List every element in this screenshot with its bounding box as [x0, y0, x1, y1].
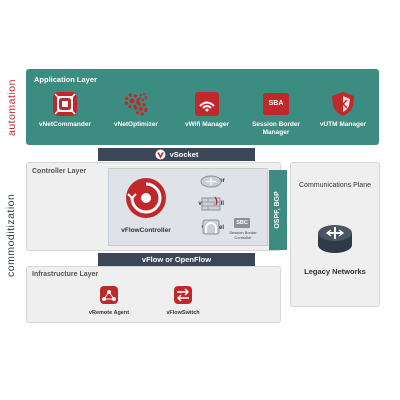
- ospf-bgp-label: OSPF, BGP: [274, 191, 281, 229]
- router-icon: [200, 175, 222, 188]
- infra-label: vFlowSwitch: [166, 310, 200, 316]
- infrastructure-layer-title: Infrastructure Layer: [32, 271, 99, 278]
- app-label: Session Border Manager: [251, 121, 301, 136]
- vflow-openflow-label: vFlow or OpenFlow: [141, 255, 212, 264]
- router-icon: [318, 225, 352, 253]
- app-vnetcommander: vNetCommander: [30, 91, 100, 129]
- vflowcontroller-icon: [126, 178, 166, 218]
- app-label: vNetOptimizer: [113, 121, 159, 128]
- vflow-openflow-bar: vFlow or OpenFlow: [98, 253, 255, 266]
- infra-vremote-agent: vRemote Agent: [79, 285, 139, 316]
- ospf-bgp-bar: [269, 170, 287, 250]
- app-label: vWifi Manager: [184, 121, 229, 128]
- switch-icon: [174, 286, 192, 304]
- wifi-icon: [194, 91, 220, 117]
- sba-icon: SBA: [263, 93, 289, 115]
- sba-icon-text: SBA: [268, 100, 284, 107]
- infra-vflowswitch: vFlowSwitch: [153, 285, 213, 316]
- controller-layer-title: Controller Layer: [32, 168, 87, 175]
- automation-label: automation: [6, 79, 18, 136]
- vflowcontroller-label: vFlowController: [121, 227, 171, 234]
- app-label: vUTM Manager: [319, 121, 367, 128]
- vsocket-bar: vSocket: [98, 148, 255, 161]
- infra-label: vRemote Agent: [88, 310, 130, 316]
- app-label: vNetCommander: [38, 121, 91, 128]
- sbc-badge: SBC: [234, 218, 250, 228]
- application-layer: Application Layer vNetCommander: [26, 69, 379, 145]
- vsocket-label: vSocket: [169, 150, 199, 159]
- communications-plane: Communications Plane Legacy Networks: [290, 162, 380, 307]
- app-session-border-manager: SBA Session Border Manager: [241, 91, 311, 137]
- gears-icon: [123, 91, 149, 117]
- app-vnetoptimizer: vNetOptimizer: [101, 91, 171, 129]
- application-layer-title: Application Layer: [34, 75, 97, 84]
- infrastructure-layer: Infrastructure Layer vRemote Agent vFlow…: [26, 266, 281, 323]
- sbc-badge-text: SBC: [236, 220, 248, 226]
- remote-agent-icon: [100, 286, 118, 304]
- vsocket-icon: [155, 149, 166, 160]
- shield-icon: [330, 91, 356, 117]
- firewall-icon: [201, 196, 221, 211]
- app-vutm-manager: vUTM Manager: [308, 91, 378, 129]
- vflowcontroller: vFlowController: [116, 176, 176, 236]
- app-vwifi-manager: vWifi Manager: [172, 91, 242, 129]
- sbc-label: Session Border Controller: [229, 230, 257, 240]
- commoditization-label: commoditization: [5, 193, 17, 277]
- legacy-networks-label: Legacy Networks: [304, 267, 366, 276]
- tunnel-icon: [202, 219, 220, 235]
- vnetcommander-icon: [52, 91, 78, 117]
- communications-plane-title: Communications Plane: [299, 182, 371, 189]
